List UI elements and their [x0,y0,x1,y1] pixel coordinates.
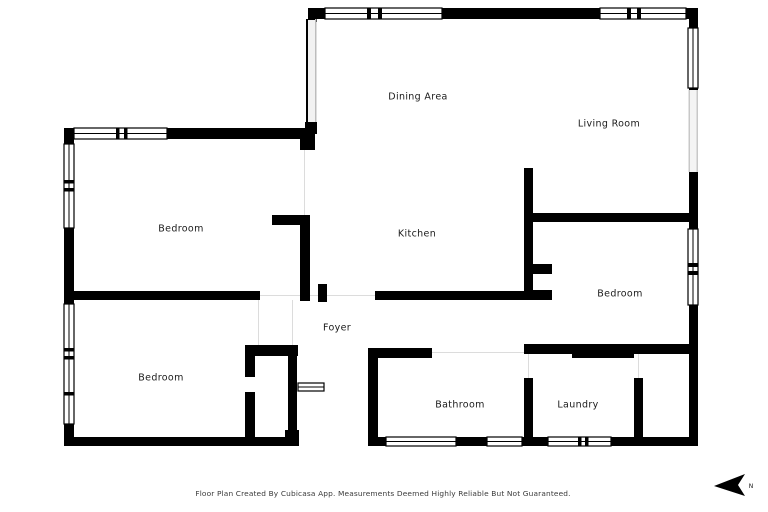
window-nw-top [73,127,168,140]
door-foyer-west [297,382,325,392]
wall-bath-bottom-mid [455,437,488,446]
window-laundry [547,436,612,447]
wall-group [64,8,698,446]
wall-foyer-stub [318,284,327,302]
wall-bath-bottom-left [368,437,388,446]
wall-right-bedroom-lower [689,304,698,354]
wall-right-thin-opening [690,90,697,172]
wall-sw-inner-left-upper [245,345,255,377]
footer-disclaimer: Floor Plan Created By Cubicasa App. Meas… [195,489,570,498]
wall-right-bed-win-top [689,224,698,230]
room-label-bathroom: Bathroom [435,400,484,411]
window-top-dining [324,7,443,20]
window-right-living [687,27,699,89]
room-label-laundry: Laundry [557,400,598,411]
wall-laundry-bottom-right [634,437,692,446]
wall-sw-left-bottom [64,422,74,446]
wall-sw-right [288,348,297,442]
window-group [63,7,699,447]
wall-dining-left-thin [308,20,316,130]
wall-dining-left-top [308,8,317,22]
wall-top-left-corner [308,8,332,19]
room-label-bedroom-e: Bedroom [597,289,642,300]
wall-right-thin-edge-b [696,90,698,172]
wall-bedroom-e-stub-b [524,290,552,300]
wall-sw-bottom [64,437,299,446]
window-right-bedroom-e [687,228,699,306]
wall-sw-inner-left-lower [245,392,255,442]
wall-right-top [689,8,698,30]
wall-nw-top-right [165,128,310,139]
wall-kitchen-bottom [375,291,533,300]
wall-laundry-bottom-left [610,437,640,446]
window-bathroom-a [385,436,457,447]
room-label-group: Dining Area Living Room Bedroom Kitchen … [138,92,642,411]
wall-laundry-right [634,378,643,444]
wall-right-living-lower [689,172,698,224]
window-sw-left [63,303,75,425]
wall-sw-left-top [64,296,74,308]
wall-bath-top-right [572,348,634,358]
north-arrow-icon: N [714,474,753,496]
wall-sw-inner-top [245,345,298,356]
wall-bedroom-e-top [524,213,690,222]
wall-nw-left-lower [64,226,74,298]
room-label-bedroom-sw: Bedroom [138,373,183,384]
wall-nw-closet-stub [272,215,310,225]
wall-bath-top-left [368,348,432,358]
wall-bath-left [368,348,378,444]
room-label-living-room: Living Room [578,119,640,130]
wall-right-laundry [689,354,698,446]
room-label-dining-area: Dining Area [388,92,447,103]
wall-kitchen-right-upper [524,168,533,222]
wall-bath-bottom-right [521,437,549,446]
room-label-kitchen: Kitchen [398,229,436,240]
wall-top-mid [440,8,602,19]
window-top-living [599,7,687,20]
window-nw-left [63,143,75,229]
wall-kitchen-right-lower [524,218,533,300]
wall-nw-bottom [64,291,260,300]
window-bathroom-b [486,436,523,447]
wall-nw-right-lower [300,215,310,301]
wall-right-thin-edge-a [688,90,690,172]
wall-nw-left-upper [64,128,74,146]
room-label-bedroom-nw: Bedroom [158,224,203,235]
wall-dining-left-edge-a [306,19,308,131]
wall-laundry-left [524,378,533,444]
wall-bedroom-e-stub-a [524,264,552,274]
wall-nw-right-upper [300,128,310,150]
north-arrow-label: N [749,483,754,490]
room-label-foyer: Foyer [323,323,351,334]
wall-sw-right-joint [285,430,299,442]
wall-dining-left-edge-b [315,19,317,131]
